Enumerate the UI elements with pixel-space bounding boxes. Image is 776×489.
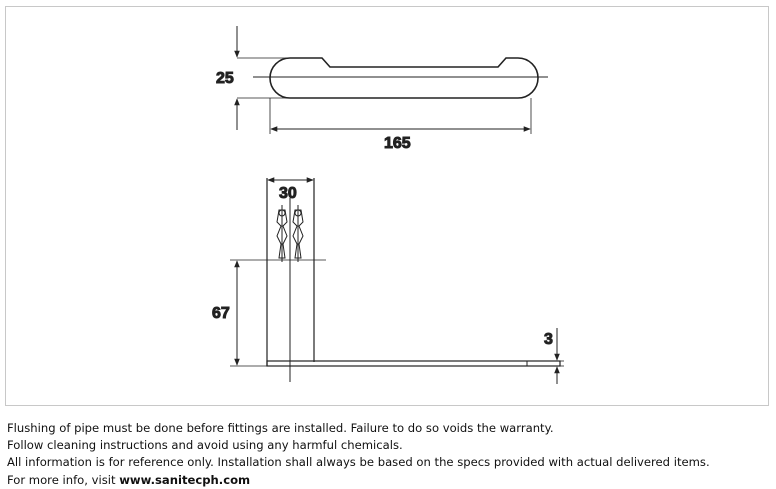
installation-notes: Flushing of pipe must be done before fit… bbox=[7, 420, 767, 489]
note-reference: All information is for reference only. I… bbox=[7, 455, 710, 470]
dimension-post-height: 67 bbox=[212, 259, 326, 367]
dim-label-25: 25 bbox=[216, 70, 234, 87]
technical-drawing: 25 165 30 67 bbox=[212, 26, 564, 384]
dimension-bar-height: 25 bbox=[216, 26, 300, 130]
website-link[interactable]: www.sanitecph.com bbox=[119, 472, 251, 487]
wall-plug-right bbox=[292, 205, 304, 262]
dim-label-3: 3 bbox=[544, 331, 553, 348]
dim-label-165: 165 bbox=[384, 135, 411, 152]
wall-plug-left bbox=[276, 205, 288, 262]
drawing-frame bbox=[5, 6, 769, 406]
dim-label-30: 30 bbox=[279, 185, 297, 202]
note-more-info: For more info, visit www.sanitecph.com bbox=[7, 472, 767, 489]
dim-label-67: 67 bbox=[212, 305, 230, 322]
dimension-post-width: 30 bbox=[267, 177, 314, 203]
side-view bbox=[266, 178, 561, 382]
note-more-info-prefix: For more info, visit bbox=[7, 472, 120, 487]
dimension-bar-length: 165 bbox=[269, 98, 532, 153]
handle-top-view bbox=[253, 57, 548, 99]
note-flushing: Flushing of pipe must be done before fit… bbox=[7, 421, 554, 435]
dimension-base-thickness: 3 bbox=[544, 328, 564, 384]
note-cleaning: Follow cleaning instructions and avoid u… bbox=[7, 438, 403, 453]
